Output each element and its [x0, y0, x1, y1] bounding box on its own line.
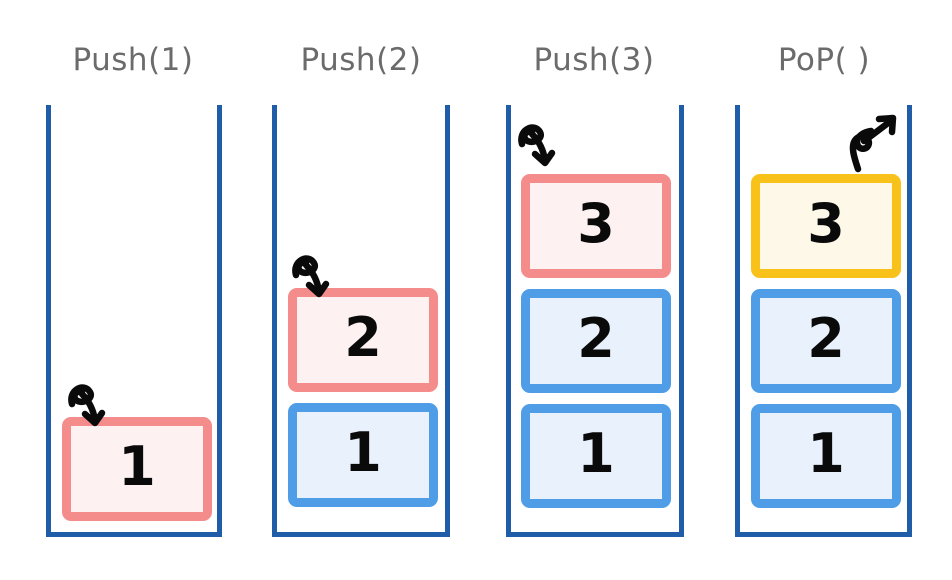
stack-box-push-2-1: 1 — [288, 403, 438, 507]
arrow-in-icon — [68, 384, 106, 427]
stack-container-pop — [735, 105, 912, 537]
stack-column-push-2: Push(2) — [264, 0, 458, 580]
stack-box-push-2-2: 2 — [288, 288, 438, 392]
arrow-out-icon — [849, 114, 897, 173]
stack-box-pop-2: 2 — [751, 289, 901, 393]
push-arrow-into-stack — [512, 118, 570, 176]
pop-arrow-out-of-stack — [846, 113, 904, 175]
stack-column-push-3: Push(3) — [498, 0, 690, 580]
stack-box-label: 1 — [118, 435, 156, 498]
column-title-pop: PoP( ) — [777, 42, 871, 78]
stack-column-pop: PoP( ) — [728, 0, 920, 580]
stack-box-push-1-1: 1 — [62, 417, 212, 521]
column-title-push-2: Push(2) — [300, 42, 422, 78]
stack-box-label: 3 — [807, 192, 845, 255]
stack-box-push-3-1: 1 — [521, 404, 671, 508]
arrow-in-icon — [518, 124, 556, 167]
push-arrow-into-stack — [62, 378, 120, 436]
stack-box-label: 2 — [577, 307, 615, 370]
stack-box-push-3-2: 2 — [521, 289, 671, 393]
column-title-push-3: Push(3) — [533, 42, 655, 78]
stack-box-label: 2 — [807, 307, 845, 370]
stack-box-label: 1 — [344, 421, 382, 484]
arrow-in-icon — [292, 255, 330, 298]
stack-container-push-1 — [46, 105, 222, 537]
stack-box-pop-3: 3 — [751, 174, 901, 278]
stack-column-push-1: Push(1) — [36, 0, 230, 580]
stack-box-label: 1 — [807, 422, 845, 485]
stack-box-push-3-3: 3 — [521, 174, 671, 278]
stack-box-label: 1 — [577, 422, 615, 485]
stack-box-pop-1: 1 — [751, 404, 901, 508]
push-arrow-into-stack — [286, 249, 344, 307]
stack-box-label: 3 — [577, 192, 615, 255]
stack-container-push-2 — [272, 105, 450, 537]
column-title-push-1: Push(1) — [72, 42, 194, 78]
stack-box-label: 2 — [344, 306, 382, 369]
stack-container-push-3 — [506, 105, 684, 537]
